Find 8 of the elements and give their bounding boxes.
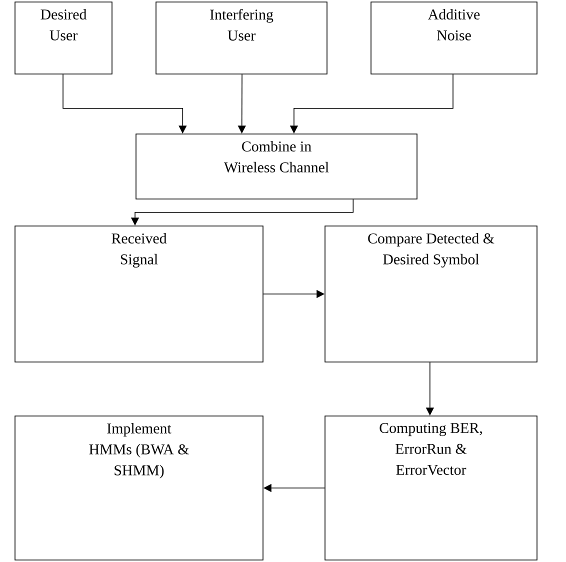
process-box: Combine in Wireless Channel <box>136 134 418 200</box>
process-box: Computing BER, ErrorRun & ErrorVector <box>324 416 538 560</box>
process-box: Desired User <box>14 2 112 74</box>
process-box: Implement HMMs (BWA & SHMM) <box>14 416 264 560</box>
process-box: Compare Detected & Desired Symbol <box>324 226 538 362</box>
process-box: Received Signal <box>14 226 264 362</box>
process-box: Interfering User <box>156 2 328 74</box>
process-box: Additive Noise <box>370 2 538 74</box>
